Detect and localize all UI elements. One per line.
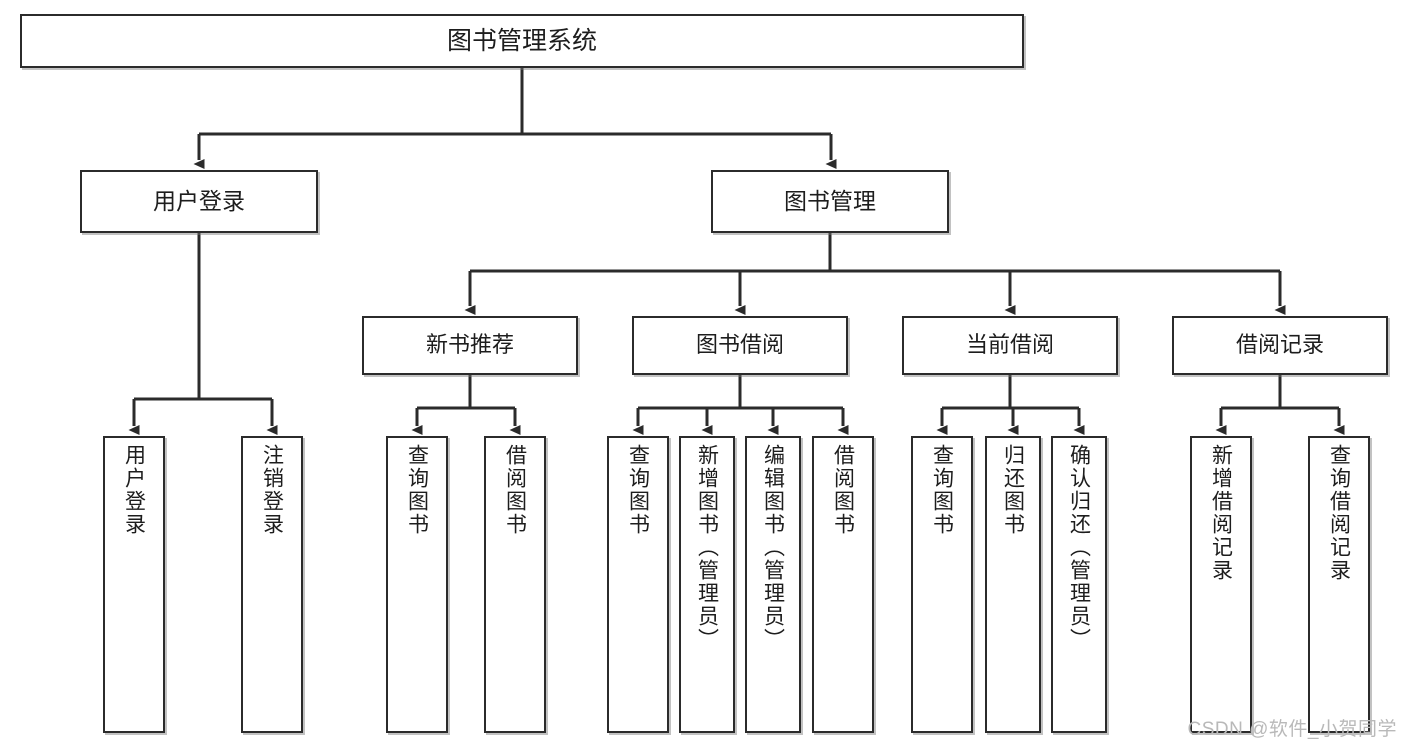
node-label: 查询图书 [405, 444, 429, 536]
leaf-edit-book-admin[interactable]: 编辑图书（管理员） [745, 436, 801, 733]
leaf-borrow-books[interactable]: 借阅图书 [812, 436, 874, 733]
leaf-borrow-books-recommend[interactable]: 借阅图书 [484, 436, 546, 733]
node-label: 用户登录 [122, 444, 146, 536]
node-label: 用户登录 [153, 188, 245, 215]
node-label: 查询图书 [930, 444, 954, 536]
node-label: 新增借阅记录 [1209, 444, 1233, 582]
node-user-login[interactable]: 用户登录 [80, 170, 318, 233]
leaf-query-books-borrow[interactable]: 查询图书 [607, 436, 669, 733]
node-label: 当前借阅 [965, 332, 1054, 358]
node-label: 确认归还（管理员） [1067, 444, 1091, 651]
node-borrow-records[interactable]: 借阅记录 [1172, 316, 1388, 375]
node-label: 查询借阅记录 [1327, 444, 1351, 582]
node-label: 新书推荐 [425, 332, 514, 358]
node-new-book-recommend[interactable]: 新书推荐 [362, 316, 578, 375]
node-label: 借阅记录 [1235, 332, 1324, 358]
leaf-add-book-admin[interactable]: 新增图书（管理员） [679, 436, 735, 733]
node-label: 图书借阅 [695, 332, 784, 358]
node-book-borrow[interactable]: 图书借阅 [632, 316, 848, 375]
node-label: 图书管理系统 [446, 26, 597, 55]
node-label: 图书管理 [784, 188, 876, 215]
node-label: 借阅图书 [831, 444, 855, 536]
node-label: 注销登录 [260, 444, 284, 536]
node-label: 新增图书（管理员） [695, 444, 719, 651]
node-label: 查询图书 [626, 444, 650, 536]
node-book-management[interactable]: 图书管理 [711, 170, 949, 233]
node-current-borrow[interactable]: 当前借阅 [902, 316, 1118, 375]
leaf-return-books[interactable]: 归还图书 [985, 436, 1041, 733]
leaf-confirm-return-admin[interactable]: 确认归还（管理员） [1051, 436, 1107, 733]
leaf-query-books-current[interactable]: 查询图书 [911, 436, 973, 733]
leaf-user-login[interactable]: 用户登录 [103, 436, 165, 733]
leaf-logout[interactable]: 注销登录 [241, 436, 303, 733]
node-root-system[interactable]: 图书管理系统 [20, 14, 1024, 68]
leaf-query-borrow-record[interactable]: 查询借阅记录 [1308, 436, 1370, 733]
leaf-query-books-recommend[interactable]: 查询图书 [386, 436, 448, 733]
node-label: 归还图书 [1001, 444, 1025, 536]
node-label: 借阅图书 [503, 444, 527, 536]
leaf-add-borrow-record[interactable]: 新增借阅记录 [1190, 436, 1252, 733]
node-label: 编辑图书（管理员） [761, 444, 785, 651]
